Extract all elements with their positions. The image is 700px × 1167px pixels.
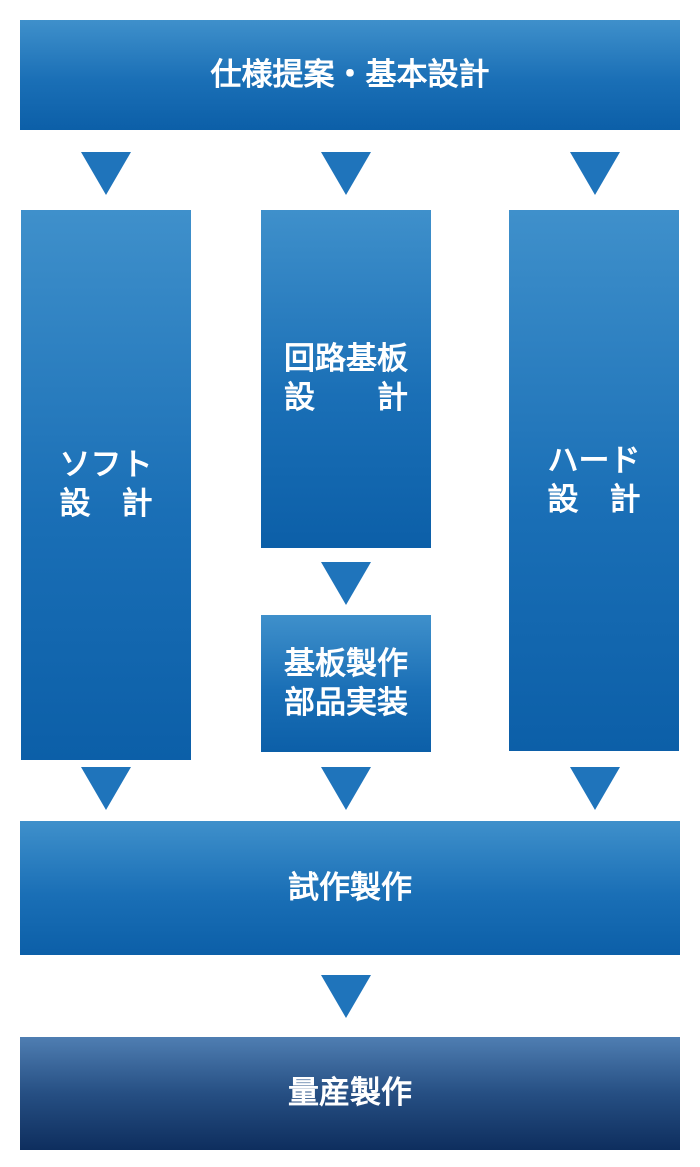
arrow-down-icon [81, 152, 131, 195]
spec-proposal-basic-design-box: 仕様提案・基本設計 [20, 20, 680, 130]
hardware-design-box: ハード 設 計 [509, 210, 679, 751]
hardware-label-line1: ハード [547, 442, 641, 479]
software-label-line1: ソフト [59, 447, 153, 484]
circuit-board-design-box: 回路基板 設 計 [261, 210, 431, 548]
circuit-board-design-label: 回路基板 設 計 [284, 340, 408, 418]
circuit-label-line1: 回路基板 [284, 341, 408, 378]
arrow-down-icon [321, 767, 371, 810]
board-manufacture-box: 基板製作 部品実装 [261, 615, 431, 752]
software-label-line2: 設 計 [59, 486, 153, 522]
software-design-box: ソフト 設 計 [21, 210, 191, 760]
arrow-down-icon [570, 767, 620, 810]
prototype-production-box: 試作製作 [20, 821, 680, 955]
hardware-design-label: ハード 設 計 [548, 442, 641, 520]
arrow-down-icon [570, 152, 620, 195]
spec-proposal-label: 仕様提案・基本設計 [210, 56, 490, 93]
software-design-label: ソフト 設 計 [60, 446, 153, 524]
arrow-down-icon [81, 767, 131, 810]
board-manufacture-label: 基板製作 部品実装 [284, 645, 408, 723]
arrow-down-icon [321, 975, 371, 1018]
arrow-down-icon [321, 562, 371, 605]
hardware-label-line2: 設 計 [547, 481, 641, 518]
circuit-label-line2: 設 計 [284, 380, 408, 416]
board-label-line1: 基板製作 [284, 645, 408, 682]
prototype-label: 試作製作 [288, 869, 412, 906]
arrow-down-icon [321, 152, 371, 195]
mass-production-box: 量産製作 [20, 1037, 680, 1150]
board-label-line2: 部品実装 [284, 684, 408, 721]
mass-production-label: 量産製作 [288, 1075, 412, 1112]
